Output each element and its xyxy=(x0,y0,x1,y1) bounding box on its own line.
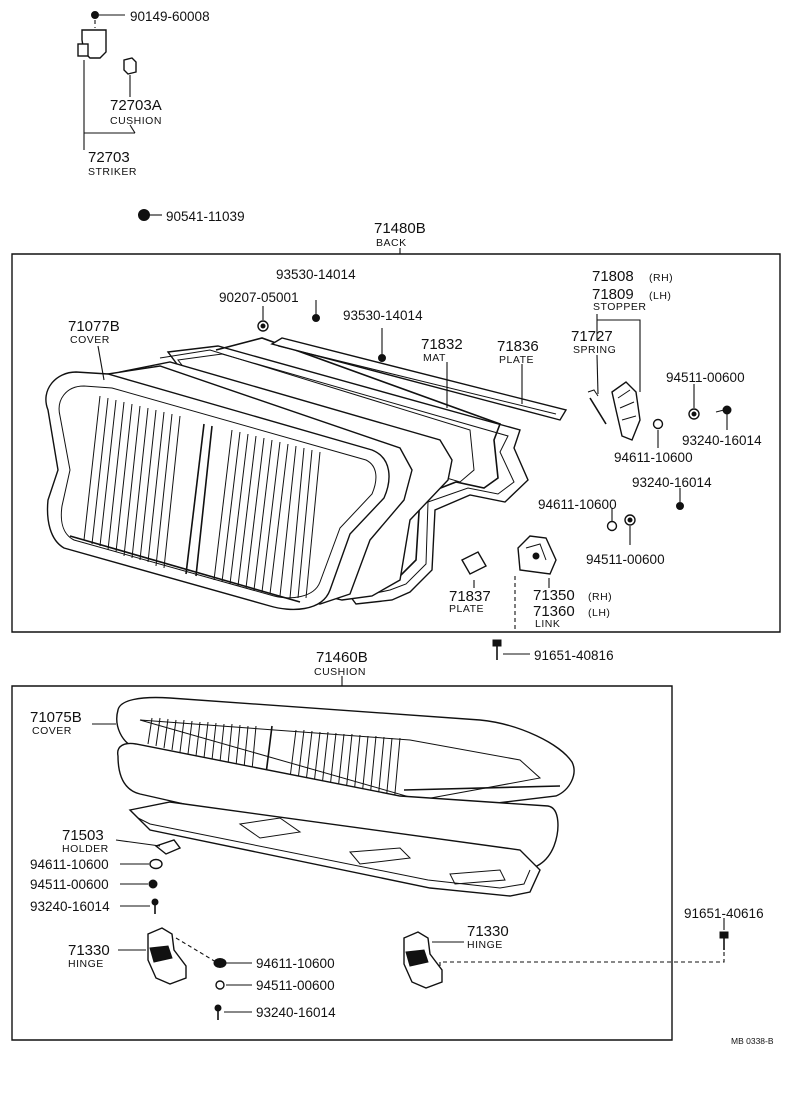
nut-94511c xyxy=(120,879,158,889)
label-93240b: 93240-16014 xyxy=(632,475,712,490)
label-71350-name: LINK xyxy=(535,618,560,630)
label-71727: 71727 xyxy=(571,328,613,345)
label-71808: 71808 xyxy=(592,268,634,285)
label-71837: 71837 xyxy=(449,588,491,605)
bolt-93240d xyxy=(214,1004,252,1020)
nut-94611b xyxy=(606,508,618,532)
nut-94611c xyxy=(120,858,163,870)
spring-71727 xyxy=(587,389,607,425)
hinge-71330-right xyxy=(403,931,725,989)
label-93240d: 93240-16014 xyxy=(256,1005,336,1020)
striker-72703 xyxy=(77,20,135,150)
clip-90541 xyxy=(138,209,162,221)
label-71503-name: HOLDER xyxy=(62,843,109,855)
bolt-91651a xyxy=(492,639,530,660)
cushion-72703A xyxy=(123,57,137,134)
label-71330a-name: HINGE xyxy=(68,958,104,970)
screw-93530b xyxy=(378,328,386,362)
label-71350: 71350 xyxy=(533,587,575,604)
label-71350-side: (RH) xyxy=(588,591,612,603)
label-94611b: 94611-10600 xyxy=(538,497,617,512)
nut-94511a xyxy=(688,384,700,420)
plate-strip-71836 xyxy=(270,337,568,421)
label-93530b: 93530-14014 xyxy=(343,308,423,323)
label-72703-name: STRIKER xyxy=(88,166,137,178)
bolt-91651b xyxy=(719,918,729,950)
label-71837-name: PLATE xyxy=(449,603,484,615)
bolt-93240c xyxy=(120,898,159,914)
label-93240a: 93240-16014 xyxy=(682,433,762,448)
nut-94611a xyxy=(652,418,664,448)
nut-94511b xyxy=(624,514,636,545)
label-90541: 90541-11039 xyxy=(166,209,245,224)
cushion-assembly-frame xyxy=(11,685,673,1041)
label-91651a: 91651-40816 xyxy=(534,648,614,663)
label-71809-side: (LH) xyxy=(649,290,671,302)
label-71075B: 71075B xyxy=(30,709,82,726)
label-71330b: 71330 xyxy=(467,923,509,940)
label-94511a: 94511-00600 xyxy=(666,370,745,385)
label-94611c: 94611-10600 xyxy=(30,857,109,872)
label-71460B-name: CUSHION xyxy=(314,666,366,678)
label-71330b-name: HINGE xyxy=(467,939,503,951)
label-71360-side: (LH) xyxy=(588,607,610,619)
screw-93530a xyxy=(312,300,320,322)
label-90207: 90207-05001 xyxy=(219,290,299,305)
label-71480B: 71480B xyxy=(374,220,426,237)
label-71075B-name: COVER xyxy=(32,725,72,737)
stopper-71808 xyxy=(611,381,641,441)
label-71360: 71360 xyxy=(533,603,575,620)
label-93240c: 93240-16014 xyxy=(30,899,110,914)
back-inner-plate xyxy=(215,337,502,587)
label-93530a: 93530-14014 xyxy=(276,267,356,282)
label-71832-name: MAT xyxy=(423,352,446,364)
link-71350 xyxy=(517,535,557,575)
label-72703: 72703 xyxy=(88,149,130,166)
label-90149: 90149-60008 xyxy=(130,9,210,24)
nut-94611d xyxy=(213,958,252,968)
label-71727-name: SPRING xyxy=(573,344,616,356)
nut-94511d xyxy=(215,980,252,990)
label-94611d: 94611-10600 xyxy=(256,956,335,971)
label-71832: 71832 xyxy=(421,336,463,353)
label-71808-name: STOPPER xyxy=(593,301,647,313)
label-71503: 71503 xyxy=(62,827,104,844)
bolt-93240b xyxy=(676,488,684,510)
label-94611a: 94611-10600 xyxy=(614,450,693,465)
label-71809: 71809 xyxy=(592,286,634,303)
reference-code: MB 0338-B xyxy=(731,1036,774,1046)
label-71460B: 71460B xyxy=(316,649,368,666)
nut-90207 xyxy=(257,306,269,332)
holder-71503 xyxy=(154,839,182,855)
label-71836-name: PLATE xyxy=(499,354,534,366)
cushion-frame xyxy=(128,801,541,897)
label-71077B-name: COVER xyxy=(70,334,110,346)
label-72703A: 72703A xyxy=(110,97,162,114)
label-94511d: 94511-00600 xyxy=(256,978,335,993)
plate-71837 xyxy=(461,551,487,575)
bolt-93240a xyxy=(715,405,732,430)
label-71836: 71836 xyxy=(497,338,539,355)
label-71077B: 71077B xyxy=(68,318,120,335)
label-94511b: 94511-00600 xyxy=(586,552,665,567)
label-71480B-name: BACK xyxy=(376,237,407,249)
label-72703A-name: CUSHION xyxy=(110,115,162,127)
label-91651b: 91651-40616 xyxy=(684,906,764,921)
screw-90149 xyxy=(91,11,125,19)
label-94511c: 94511-00600 xyxy=(30,877,109,892)
label-71330a: 71330 xyxy=(68,942,110,959)
hinge-71330-left xyxy=(118,927,217,985)
label-71808-side: (RH) xyxy=(649,272,673,284)
back-cover-71077B xyxy=(45,371,390,611)
back-assembly-frame xyxy=(11,253,781,633)
